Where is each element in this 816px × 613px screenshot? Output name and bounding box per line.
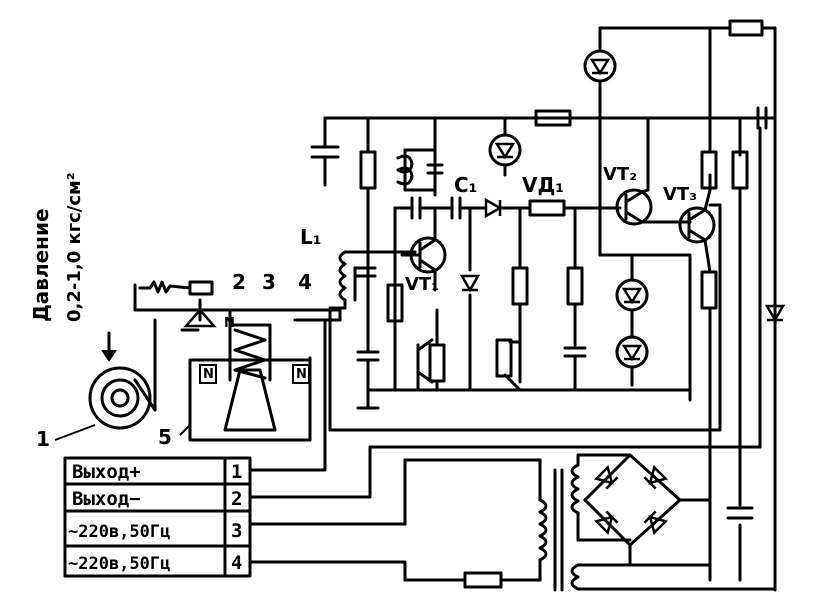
part-1-label: 1 xyxy=(36,427,50,451)
terminal-num-4: 4 xyxy=(231,552,242,574)
part-5-label: 5 xyxy=(158,425,172,449)
tank-circuit xyxy=(396,148,444,197)
pressure-title: Давление xyxy=(29,208,53,322)
label-VT1: VT₁ xyxy=(405,274,439,295)
part-3-label: 3 xyxy=(262,270,276,294)
svg-text:N: N xyxy=(203,367,214,382)
capacitor-top-right xyxy=(756,106,768,130)
terminal-label-2: Выход− xyxy=(72,488,141,510)
transistor-vt3 xyxy=(640,188,716,582)
diode-bridge xyxy=(583,453,712,567)
svg-text:N: N xyxy=(224,316,235,331)
led-mid xyxy=(488,133,522,167)
terminal-table xyxy=(63,456,252,578)
terminal-num-1: 1 xyxy=(231,461,242,483)
terminal-num-2: 2 xyxy=(231,488,242,510)
label-VT3: VT₃ xyxy=(663,184,697,205)
terminal-label-3: ~220в,50Гц xyxy=(68,522,170,542)
capacitor-top-left xyxy=(310,145,340,187)
part-4-label: 4 xyxy=(298,270,312,294)
transistor-vt2 xyxy=(615,188,692,226)
pressure-range: 0,2-1,0 кгс/см² xyxy=(64,172,85,322)
terminal-label-4: ~220в,50Гц xyxy=(68,554,170,574)
diode-vertical xyxy=(460,274,480,292)
svg-text:N: N xyxy=(296,367,307,382)
part-2-label: 2 xyxy=(232,270,246,294)
filter-capacitor xyxy=(726,506,754,520)
transistor-vt1 xyxy=(400,206,447,292)
label-C1: C₁ xyxy=(454,173,477,197)
inductor-L1 xyxy=(328,250,417,310)
bus-wires xyxy=(323,26,777,592)
terminal-num-3: 3 xyxy=(231,520,242,542)
label-VD1: VД₁ xyxy=(522,173,564,197)
terminal-wires xyxy=(248,126,762,589)
bellows-spiral xyxy=(88,318,157,430)
label-VT2: VT₂ xyxy=(603,164,637,185)
led-lower-1 xyxy=(615,278,649,312)
terminal-label-1: Выход+ xyxy=(72,461,141,483)
led-lower-2 xyxy=(615,335,649,369)
transformer xyxy=(538,453,777,592)
small-capacitors xyxy=(356,346,587,410)
label-L1: L₁ xyxy=(300,225,322,249)
pressure-sensor xyxy=(133,203,722,472)
c1-row xyxy=(393,196,622,392)
trimmers xyxy=(416,308,522,392)
led-top xyxy=(583,49,617,83)
